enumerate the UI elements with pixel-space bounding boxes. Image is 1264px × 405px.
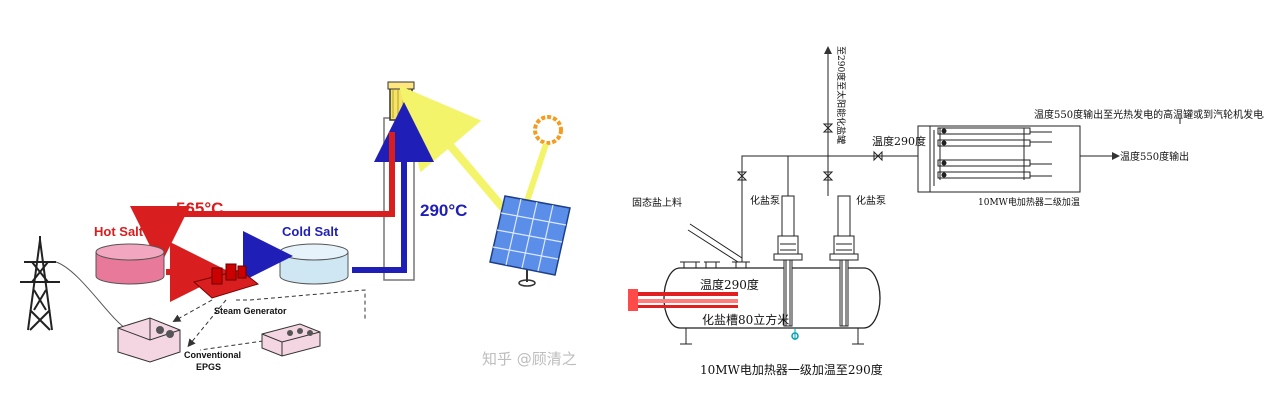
tank-volume-label: 化盐槽80立方米 [702, 312, 789, 327]
pump-right-label: 化盐泵 [856, 194, 886, 207]
pipe-temp-label: 温度290度 [872, 134, 926, 148]
secondary-heater-icon [917, 125, 1081, 193]
output-label: 温度550度输出 [1120, 150, 1189, 163]
steam-generator-icon [192, 263, 260, 299]
turbine-icon [117, 317, 181, 363]
pipe-network [741, 50, 918, 262]
vertical-top-label: 至290度至太阳能化盐罐 [835, 46, 847, 144]
hot-salt-label: Hot Salt [94, 224, 144, 239]
salt-feed-chute [687, 223, 743, 263]
watermark: 知乎 @顾清之 [482, 350, 577, 368]
hot-salt-tank [95, 243, 165, 285]
pump-right-icon [829, 195, 859, 327]
cold-salt-riser [352, 102, 434, 273]
epgs-label-line2: EPGS [196, 362, 221, 372]
left-diagram [20, 81, 571, 363]
pump-left-icon [773, 195, 803, 327]
right-diagram [628, 46, 1181, 345]
salt-melting-tank [663, 261, 881, 345]
primary-heater-label: 10MW电加热器一级加温至290度 [700, 362, 883, 377]
hot-salt-downcomer [130, 132, 395, 266]
top-right-note: 温度550度输出至光热发电的高温罐或到汽轮机发电。 [1034, 108, 1264, 121]
secondary-heater-label: 10MW电加热器二级加温 [978, 196, 1080, 208]
primary-heater-icon [628, 289, 738, 311]
steam-to-cold-arrow [243, 231, 293, 281]
steam-generator-label: Steam Generator [214, 306, 287, 316]
pump-left-label: 化盐泵 [750, 194, 780, 207]
valve-icon [736, 123, 883, 181]
epgs-label-line1: Conventional [184, 350, 241, 360]
hot-temp-label: 565°C [176, 199, 223, 218]
transmission-tower-icon [20, 236, 60, 331]
cold-salt-tank [279, 243, 349, 285]
heliostat-icon [489, 195, 571, 287]
condenser-icon [261, 323, 321, 357]
cold-salt-label: Cold Salt [282, 224, 339, 239]
power-line [55, 261, 129, 331]
sun-icon [533, 115, 563, 145]
solar-tower [383, 81, 415, 281]
cold-temp-label: 290°C [420, 201, 467, 220]
salt-feed-label: 固态盐上料 [632, 196, 682, 209]
tank-temp-label: 温度290度 [700, 277, 759, 292]
sunbeam-reflected [399, 85, 519, 225]
